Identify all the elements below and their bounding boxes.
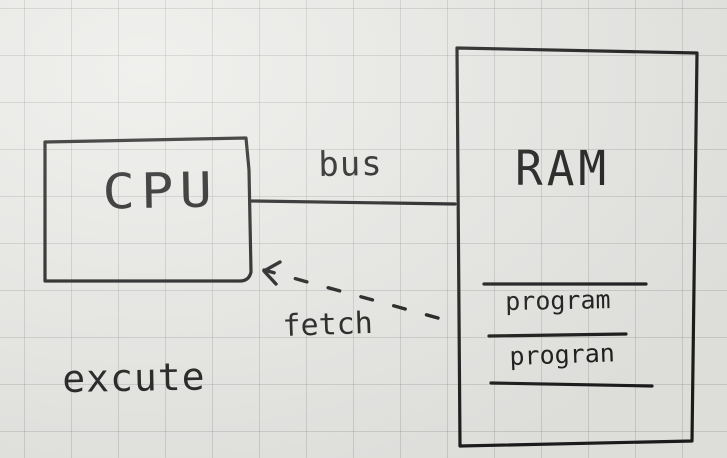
cpu-box xyxy=(43,136,253,283)
program-slot-bottom-line xyxy=(489,381,654,388)
fetch-label: fetch xyxy=(281,305,374,344)
program-slot-1-label: program xyxy=(504,285,611,316)
ram-label: RAM xyxy=(515,139,611,197)
program-slot-2-label: progran xyxy=(508,338,616,371)
execute-note: excute xyxy=(61,354,206,401)
fetch-arrow-head xyxy=(262,260,282,286)
ram-box xyxy=(455,46,699,448)
bus-line xyxy=(250,199,457,206)
bus-label: bus xyxy=(317,143,384,185)
cpu-label: CPU xyxy=(101,161,219,221)
program-slot-divider-line xyxy=(487,332,628,338)
